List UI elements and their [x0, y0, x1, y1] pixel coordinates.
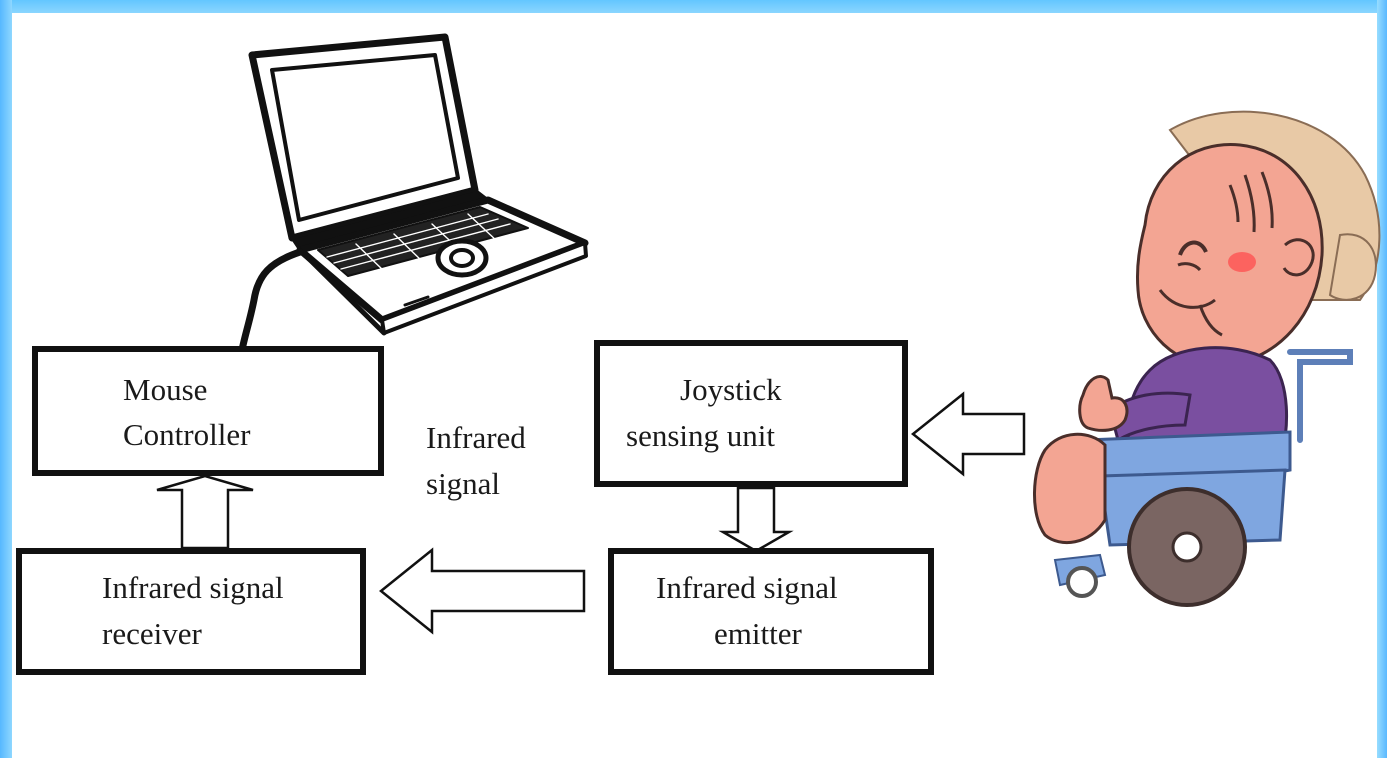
- arrow-receiver-to-controller: [156, 474, 254, 550]
- frame-top-border: [0, 0, 1387, 13]
- joystick-unit-label-line2: sensing unit: [626, 418, 775, 453]
- mouse-controller-label-line2: Controller: [123, 417, 251, 452]
- infrared-signal-label-line1: Infrared: [426, 420, 526, 455]
- mouse-controller-label-line1: Mouse: [123, 372, 208, 407]
- mouse-controller-box: [32, 346, 384, 476]
- joystick-unit-box: [594, 340, 908, 487]
- ir-emitter-label-line1: Infrared signal: [656, 570, 838, 605]
- joystick-unit-label-line1: Joystick: [680, 372, 782, 407]
- arrow-user-to-joystick: [910, 391, 1026, 477]
- ir-receiver-label-line1: Infrared signal: [102, 570, 284, 605]
- ir-receiver-box: [16, 548, 366, 675]
- arrow-joystick-to-emitter: [718, 486, 794, 553]
- frame-right-border: [1377, 0, 1387, 758]
- ir-emitter-label-line2: emitter: [714, 616, 802, 651]
- arrow-emitter-to-receiver: [379, 547, 586, 635]
- frame-left-border: [0, 0, 12, 758]
- ir-receiver-label-line2: receiver: [102, 616, 202, 651]
- infrared-signal-label-line2: signal: [426, 466, 501, 501]
- ir-emitter-box: [608, 548, 934, 675]
- wheelchair-user-icon: [1033, 110, 1381, 607]
- laptop-icon: [238, 33, 589, 354]
